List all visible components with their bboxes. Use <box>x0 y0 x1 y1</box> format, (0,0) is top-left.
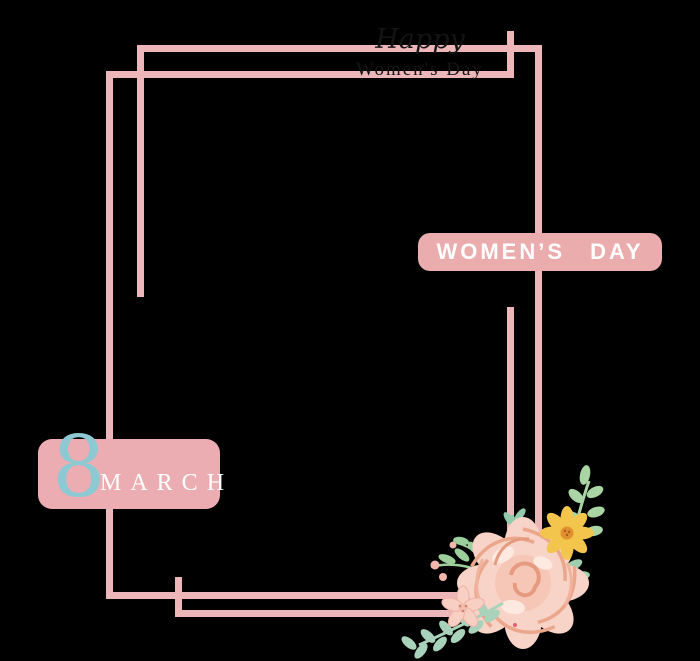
frame-line-top-inner <box>107 71 513 78</box>
frame-line-top-outer <box>137 45 542 52</box>
frame-line-bottom-left-stub <box>175 577 182 617</box>
frame-line-left-short <box>137 45 144 297</box>
frame-line-bottom-inner <box>106 592 513 599</box>
yellow-flower-icon <box>540 506 594 560</box>
frame-line-left-long <box>106 71 113 598</box>
dark-heading-line1: Happy <box>375 24 465 55</box>
march-8-badge: 8 MARCH <box>38 425 224 509</box>
womens-day-banner: WOMEN’S DAY <box>418 233 662 271</box>
small-peach-flower-icon <box>441 585 485 627</box>
badge-month-label: MARCH <box>100 470 234 496</box>
frame-line-bottom-outer <box>178 610 540 617</box>
badge-day-numeral: 8 <box>52 418 106 516</box>
flower-cluster <box>401 465 605 659</box>
frame-line-right-outer <box>535 45 542 614</box>
dark-heading-line2: Women's Day <box>356 59 484 80</box>
rose-flower-icon <box>457 517 589 649</box>
womens-day-banner-label: WOMEN’S DAY <box>436 239 644 264</box>
frame-line-right-upper-stub <box>507 31 514 78</box>
dark-heading: Happy Women's Day <box>335 26 505 79</box>
frame-line-right-inner <box>507 307 514 598</box>
accent-dot <box>513 623 517 627</box>
